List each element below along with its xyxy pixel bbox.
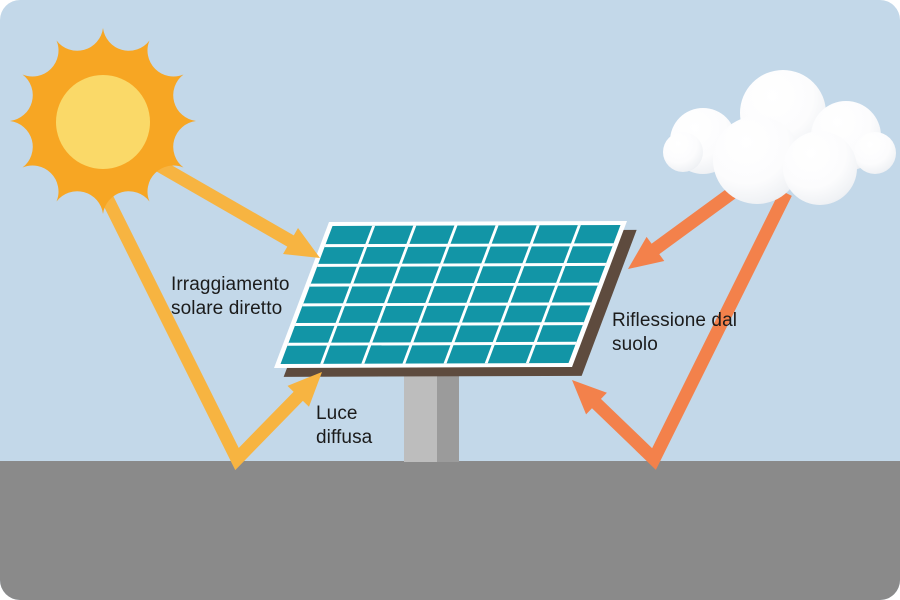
label-ground-reflection: Riflessione dal suolo xyxy=(612,310,738,355)
ground xyxy=(0,461,900,600)
label-diffuse-light: Luce diffusa xyxy=(316,403,373,448)
sun-icon xyxy=(10,28,196,214)
cloud-icon xyxy=(663,70,896,205)
ground-reflection-arrow xyxy=(572,190,792,470)
panel-pole xyxy=(404,376,459,462)
sun-core xyxy=(56,75,150,169)
direct-irradiation-arrow xyxy=(156,160,320,258)
panel-cells xyxy=(280,224,621,364)
cloud-reflection-arrow xyxy=(628,184,740,269)
diffuse-light-arrow xyxy=(100,193,322,471)
label-direct-irradiation: Irraggiamento solare diretto xyxy=(171,274,290,319)
solar-panel xyxy=(274,220,637,377)
